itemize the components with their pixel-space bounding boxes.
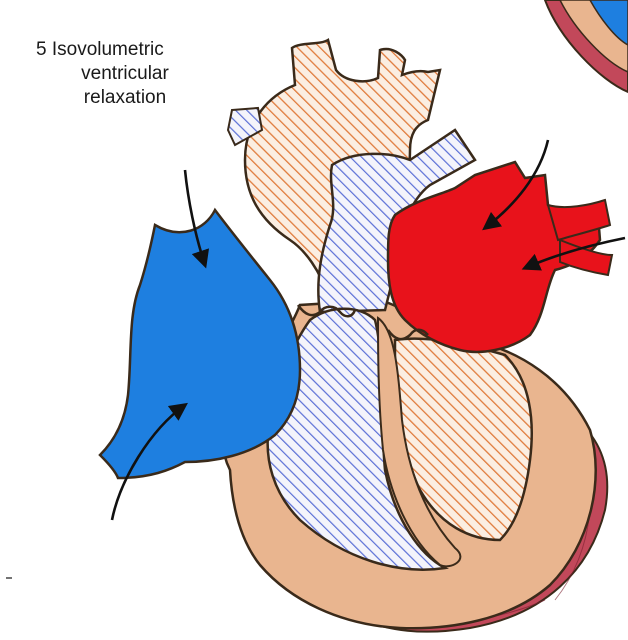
neighbor-diagram-corner [545,0,628,92]
